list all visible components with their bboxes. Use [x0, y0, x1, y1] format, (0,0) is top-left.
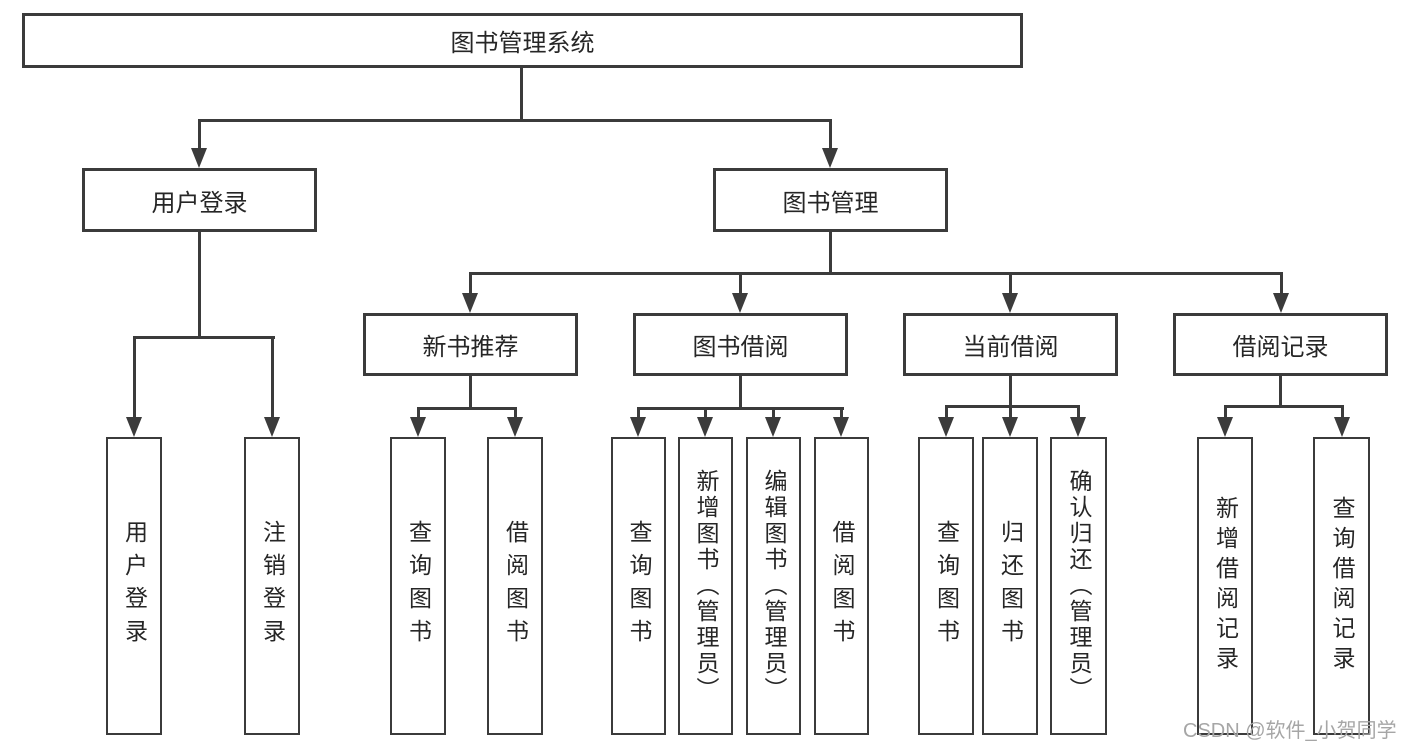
node-leaf-return-book: 归还图书: [982, 437, 1038, 735]
node-leaf-query-book-1-label: 查询图书: [405, 520, 432, 652]
arrow-down-icon: [462, 293, 478, 313]
arrow-down-icon: [1217, 417, 1233, 437]
connector-line: [271, 336, 274, 419]
node-leaf-borrow-book-2: 借阅图书: [814, 437, 869, 735]
connector-line: [469, 272, 472, 296]
node-leaf-add-borrow-record: 新增借阅记录: [1197, 437, 1253, 735]
connector-line: [198, 119, 201, 151]
node-book-management-label: 图书管理: [782, 189, 879, 217]
arrow-down-icon: [126, 417, 142, 437]
connector-line: [520, 68, 523, 120]
node-leaf-add-book-admin-label: 新增图书（管理员）: [693, 469, 719, 703]
node-leaf-query-book-2: 查询图书: [611, 437, 666, 735]
arrow-down-icon: [732, 293, 748, 313]
arrow-down-icon: [938, 417, 954, 437]
node-new-book-recommend-label: 新书推荐: [422, 334, 519, 361]
connector-line: [829, 119, 832, 151]
connector-line: [417, 407, 517, 410]
connector-line: [1341, 405, 1344, 419]
node-leaf-logout-label: 注销登录: [259, 520, 286, 652]
node-leaf-borrow-book-2-label: 借阅图书: [829, 520, 855, 652]
arrow-down-icon: [765, 417, 781, 437]
connector-line: [1009, 272, 1012, 296]
connector-line: [637, 407, 640, 419]
connector-line: [945, 405, 948, 419]
node-leaf-user-login: 用户登录: [106, 437, 162, 735]
node-leaf-edit-book-admin-label: 编辑图书（管理员）: [761, 469, 787, 703]
connector-line: [469, 272, 1283, 275]
connector-line: [1009, 405, 1012, 419]
connector-line: [417, 407, 420, 419]
node-book-borrow-label: 图书借阅: [692, 334, 789, 361]
arrow-down-icon: [1334, 417, 1350, 437]
arrow-down-icon: [1273, 293, 1289, 313]
node-user-login: 用户登录: [82, 168, 317, 232]
node-leaf-query-book-1: 查询图书: [390, 437, 446, 735]
connector-line: [739, 272, 742, 296]
node-leaf-query-borrow-record-label: 查询借阅记录: [1329, 496, 1355, 676]
node-leaf-add-book-admin: 新增图书（管理员）: [678, 437, 733, 735]
connector-line: [514, 407, 517, 419]
node-leaf-return-book-label: 归还图书: [997, 520, 1024, 652]
connector-line: [1077, 405, 1080, 419]
node-borrow-record-label: 借阅记录: [1232, 334, 1329, 361]
node-leaf-query-book-3: 查询图书: [918, 437, 974, 735]
node-leaf-query-book-2-label: 查询图书: [626, 520, 652, 652]
connector-line: [469, 376, 472, 410]
arrow-down-icon: [410, 417, 426, 437]
connector-line: [739, 376, 742, 410]
node-leaf-confirm-return-admin: 确认归还（管理员）: [1050, 437, 1107, 735]
node-borrow-record: 借阅记录: [1173, 313, 1388, 376]
connector-line: [829, 232, 832, 275]
node-book-borrow: 图书借阅: [633, 313, 848, 376]
node-leaf-borrow-book-1: 借阅图书: [487, 437, 543, 735]
connector-line: [1280, 272, 1283, 296]
connector-line: [198, 119, 832, 122]
arrow-down-icon: [1002, 293, 1018, 313]
node-leaf-confirm-return-admin-label: 确认归还（管理员）: [1066, 469, 1092, 703]
arrow-down-icon: [1002, 417, 1018, 437]
node-new-book-recommend: 新书推荐: [363, 313, 578, 376]
node-current-borrow: 当前借阅: [903, 313, 1118, 376]
arrow-down-icon: [264, 417, 280, 437]
arrow-down-icon: [630, 417, 646, 437]
arrow-down-icon: [507, 417, 523, 437]
node-leaf-query-borrow-record: 查询借阅记录: [1313, 437, 1370, 735]
node-user-login-label: 用户登录: [151, 189, 248, 217]
connector-line: [1279, 376, 1282, 408]
connector-line: [198, 232, 201, 339]
node-leaf-query-book-3-label: 查询图书: [933, 520, 960, 652]
node-leaf-edit-book-admin: 编辑图书（管理员）: [746, 437, 801, 735]
csdn-watermark: CSDN @软件_小贺同学: [1183, 720, 1397, 742]
arrow-down-icon: [1070, 417, 1086, 437]
node-root-label: 图书管理系统: [450, 30, 595, 57]
node-book-management: 图书管理: [713, 168, 948, 232]
connector-line: [1224, 405, 1344, 408]
node-leaf-borrow-book-1-label: 借阅图书: [502, 520, 529, 652]
connector-line: [1009, 376, 1012, 408]
node-root: 图书管理系统: [22, 13, 1023, 68]
connector-line: [133, 336, 136, 419]
arrow-down-icon: [833, 417, 849, 437]
node-leaf-logout: 注销登录: [244, 437, 300, 735]
connector-line: [637, 407, 844, 410]
connector-line: [945, 405, 1080, 408]
arrow-down-icon: [822, 148, 838, 168]
node-current-borrow-label: 当前借阅: [962, 334, 1059, 361]
connector-line: [840, 407, 843, 419]
connector-line: [133, 336, 275, 339]
node-leaf-user-login-label: 用户登录: [121, 520, 148, 652]
connector-line: [772, 407, 775, 419]
arrow-down-icon: [191, 148, 207, 168]
connector-line: [704, 407, 707, 419]
node-leaf-add-borrow-record-label: 新增借阅记录: [1212, 496, 1239, 676]
arrow-down-icon: [697, 417, 713, 437]
connector-line: [1224, 405, 1227, 419]
